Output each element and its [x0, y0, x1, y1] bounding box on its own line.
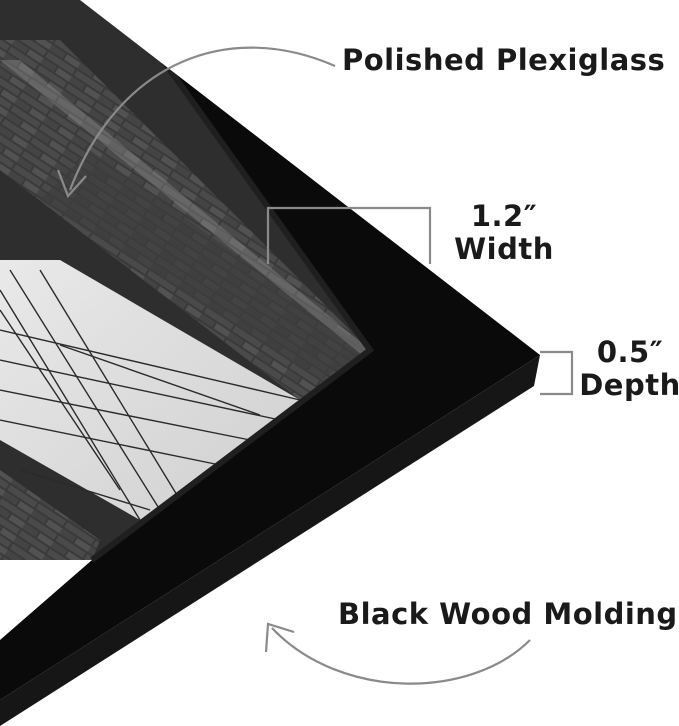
width-caption: Width: [454, 232, 554, 267]
depth-label: 0.5″ Depth: [578, 335, 679, 403]
plexiglass-curved-arrow-icon: [56, 46, 336, 199]
bridge-cables: [0, 269, 301, 521]
width-value: 1.2″: [470, 199, 538, 233]
width-label: 1.2″ Width: [444, 199, 564, 267]
plexiglass-label: Polished Plexiglass: [342, 43, 666, 77]
molding-label-text: Black Wood Molding: [338, 597, 678, 631]
width-dimension-bracket-icon: [266, 206, 432, 264]
depth-value: 0.5″: [596, 335, 664, 369]
molding-curved-arrow-icon: [264, 622, 531, 685]
depth-caption: Depth: [579, 368, 679, 403]
depth-dimension-bracket-icon: [540, 350, 574, 396]
molding-label: Black Wood Molding: [338, 597, 678, 631]
plexiglass-label-text: Polished Plexiglass: [342, 43, 666, 77]
